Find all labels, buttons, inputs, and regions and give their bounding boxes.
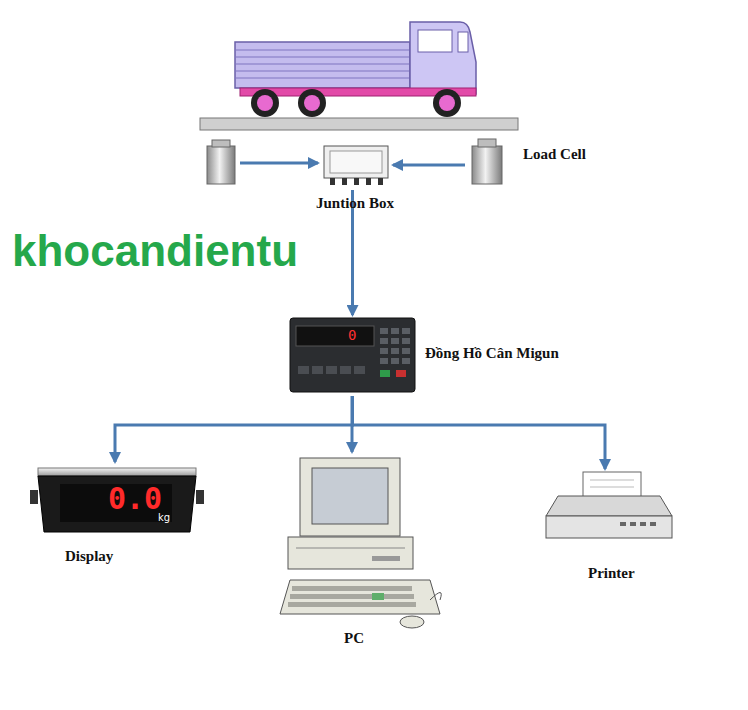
component-caption: PC — [344, 630, 364, 647]
component-node: Load Cell — [468, 138, 506, 188]
truck-bed — [235, 42, 410, 88]
truck — [235, 22, 476, 117]
signal-arrow — [240, 162, 318, 165]
wheels — [251, 89, 461, 117]
component-node: PC — [272, 455, 432, 627]
junction-box — [324, 146, 388, 185]
weighing-indicator — [290, 318, 415, 392]
cab-window — [458, 32, 468, 52]
scale-platform — [200, 118, 518, 130]
signal-connector — [351, 396, 354, 452]
remote-display — [30, 468, 204, 532]
watermark: khocandientu — [12, 226, 298, 276]
printer — [546, 472, 672, 538]
load-cell-left — [207, 140, 235, 184]
cab-window — [418, 30, 452, 52]
component-caption: Đồng Hồ Cân Migun — [425, 345, 559, 362]
component-caption: Printer — [588, 565, 635, 582]
readout-text: 0.0 — [108, 481, 162, 516]
component-node: Juntion Box — [322, 143, 390, 187]
signal-connector — [115, 396, 353, 462]
signal-connector — [353, 396, 606, 469]
component-caption: Load Cell — [523, 146, 586, 163]
component-caption: Display — [65, 548, 113, 565]
signal-connector — [393, 164, 465, 167]
load-cell-right — [472, 139, 502, 184]
personal-computer — [280, 458, 441, 628]
bed-stripes — [235, 50, 410, 78]
component-node: Printer — [545, 472, 665, 540]
readout-text: 0 — [348, 327, 356, 343]
truck-cab — [410, 22, 476, 94]
readout-text: kg — [158, 512, 170, 523]
component-caption: Juntion Box — [316, 195, 394, 212]
